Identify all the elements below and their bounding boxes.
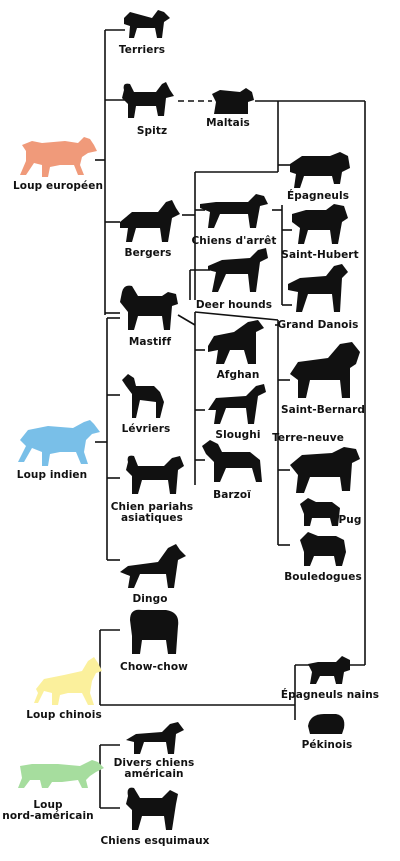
bouledogues-silhouette — [300, 532, 346, 566]
deer-hounds-figure — [206, 246, 270, 296]
barzoi-label: Barzoï — [213, 489, 251, 501]
esquimaux-figure — [124, 784, 180, 834]
pug-label: Pug — [338, 514, 362, 526]
maltais-figure — [210, 86, 256, 116]
loup-europeen-label: Loup européen — [12, 180, 104, 192]
loup-europeen-silhouette — [20, 137, 97, 177]
loup-indien-figure — [18, 418, 102, 468]
mastiff-silhouette — [120, 285, 178, 330]
afghan-label: Afghan — [216, 369, 260, 381]
loup-chinois-silhouette — [34, 657, 102, 705]
terriers-label: Terriers — [118, 44, 166, 56]
levriers-figure — [120, 372, 166, 422]
spitz-silhouette — [122, 82, 174, 118]
saint-hubert-silhouette — [292, 204, 348, 244]
pug-silhouette — [300, 498, 340, 526]
divers-chiens-silhouette — [126, 722, 184, 754]
dingo-label: Dingo — [132, 593, 168, 605]
chow-chow-figure — [126, 606, 182, 658]
sloughi-figure — [206, 382, 268, 428]
maltais-silhouette — [212, 88, 254, 114]
afghan-figure — [206, 318, 266, 368]
pug-figure — [298, 496, 342, 530]
deer-hounds-silhouette — [208, 248, 268, 292]
sloughi-silhouette — [208, 384, 266, 424]
levriers-silhouette — [122, 374, 164, 418]
loup-nord-americain-silhouette — [18, 760, 104, 788]
pariahs-label: Chien pariahs asiatiques — [110, 501, 194, 524]
bergers-label: Bergers — [124, 247, 172, 259]
loup-nord-americain-label: Loup nord-américain — [2, 799, 94, 822]
barzoi-silhouette — [202, 440, 262, 482]
chiens-arret-silhouette — [200, 194, 268, 228]
loup-indien-silhouette — [18, 420, 100, 466]
epagneuls-silhouette — [290, 152, 350, 188]
chiens-arret-label: Chiens d'arrêt — [191, 235, 277, 247]
saint-bernard-figure — [288, 340, 362, 402]
loup-nord-americain-figure — [18, 758, 106, 790]
esquimaux-silhouette — [126, 787, 178, 830]
spitz-label: Spitz — [136, 125, 168, 137]
epagneuls-nains-figure — [306, 654, 352, 688]
levriers-label: Lévriers — [121, 423, 171, 435]
esquimaux-label: Chiens esquimaux — [100, 835, 210, 847]
bergers-figure — [118, 198, 182, 248]
deer-hounds-label: Deer hounds — [195, 299, 273, 311]
divers-chiens-label: Divers chiens américain — [113, 757, 195, 780]
loup-chinois-label: Loup chinois — [26, 709, 102, 721]
saint-bernard-label: Saint-Bernard — [281, 404, 365, 416]
epagneuls-nains-silhouette — [308, 656, 350, 684]
divers-chiens-figure — [124, 720, 186, 758]
saint-hubert-label: Saint-Hubert — [281, 249, 359, 261]
saint-hubert-figure — [290, 202, 350, 248]
dingo-silhouette — [120, 544, 186, 588]
sloughi-label: Sloughi — [215, 429, 261, 441]
bouledogues-figure — [298, 530, 348, 570]
epagneuls-label: Épagneuls — [286, 190, 350, 202]
pariahs-figure — [124, 452, 186, 498]
bouledogues-label: Bouledogues — [284, 571, 362, 583]
dingo-figure — [118, 542, 188, 592]
pariahs-silhouette — [126, 455, 184, 494]
pekinois-silhouette — [308, 714, 345, 734]
epagneuls-figure — [288, 150, 352, 190]
spitz-figure — [120, 80, 176, 122]
afghan-silhouette — [208, 320, 264, 364]
terre-neuve-figure — [288, 445, 362, 497]
grand-danois-silhouette — [288, 264, 348, 312]
loup-chinois-figure — [34, 655, 104, 707]
terriers-silhouette — [124, 10, 170, 38]
barzoi-figure — [200, 438, 268, 488]
saint-bernard-silhouette — [290, 342, 360, 398]
grand-danois-label: Grand Danois — [277, 319, 359, 331]
chow-chow-silhouette — [130, 609, 179, 654]
terre-neuve-silhouette — [290, 447, 360, 493]
chiens-arret-figure — [198, 192, 270, 232]
mastiff-label: Mastiff — [128, 336, 172, 348]
terriers-figure — [122, 8, 172, 43]
loup-indien-label: Loup indien — [16, 469, 88, 481]
pekinois-label: Pékinois — [301, 739, 353, 751]
terre-neuve-label: Terre-neuve — [272, 432, 344, 444]
chow-chow-label: Chow-chow — [120, 661, 188, 673]
mastiff-figure — [118, 282, 180, 334]
grand-danois-figure — [286, 262, 350, 316]
epagneuls-nains-label: Épagneuls nains — [280, 689, 380, 701]
bergers-silhouette — [120, 200, 180, 242]
maltais-label: Maltais — [206, 117, 250, 129]
loup-europeen-figure — [20, 135, 98, 180]
pekinois-figure — [306, 712, 346, 736]
